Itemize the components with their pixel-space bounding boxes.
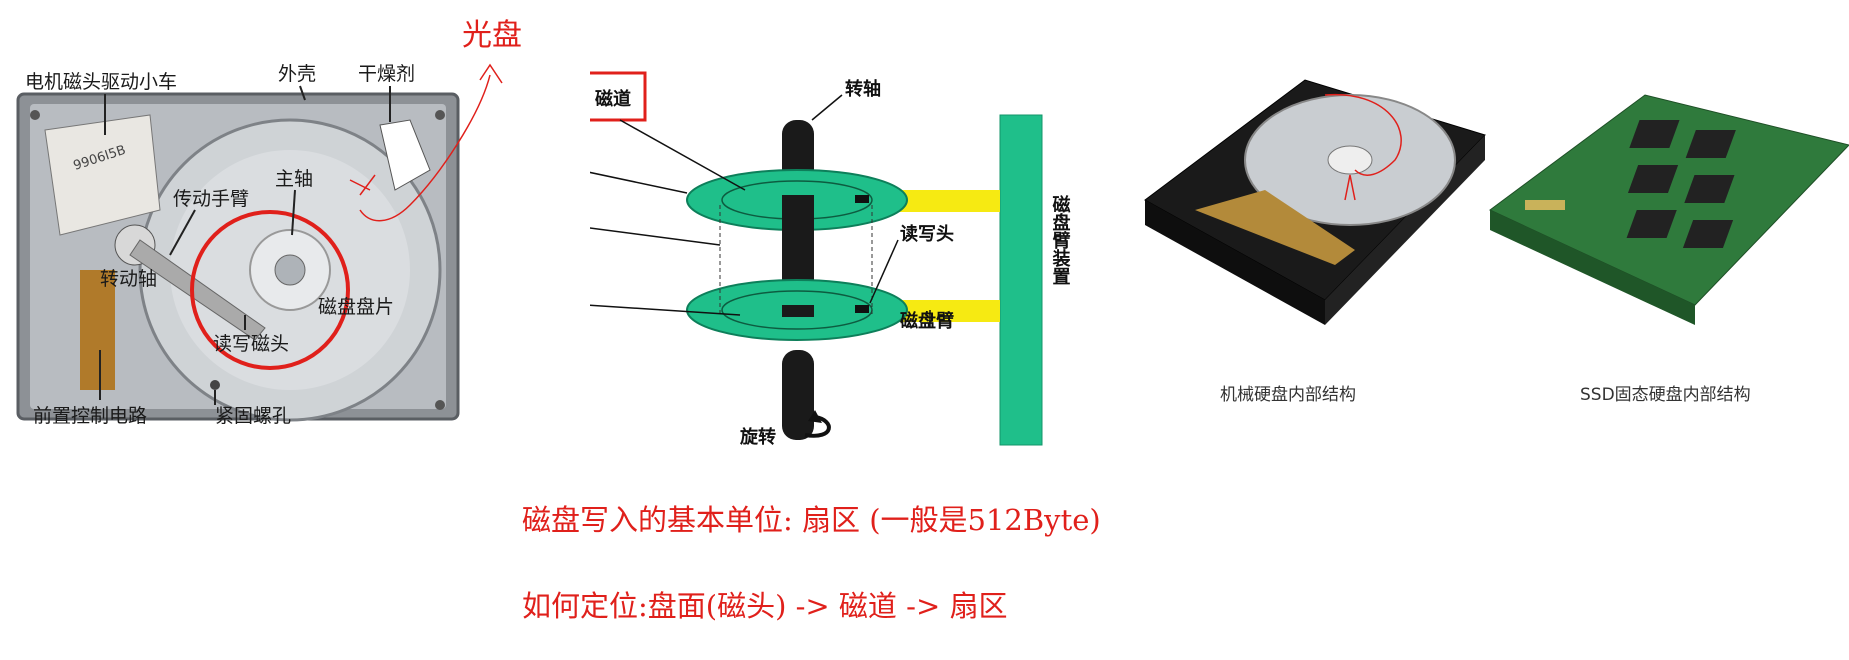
label-rotation: 旋转 xyxy=(739,426,776,448)
red-circle-annotation xyxy=(190,210,350,370)
disk-structure-diagram: 转轴 磁道 盘片 柱面 读写头 扇区 磁盘臂 旋转 磁盘臂装置 xyxy=(590,71,1071,448)
annotation-optical-disc: 光盘 xyxy=(462,18,522,53)
front-circuit-flex xyxy=(80,270,115,390)
label-rw-head-diagram: 读写头 xyxy=(900,223,954,245)
label-arm: 磁盘臂 xyxy=(900,310,954,332)
highlight-box-track xyxy=(590,71,647,122)
label-spindle-axis: 转轴 xyxy=(845,78,881,100)
ssd-photo xyxy=(1489,94,1849,325)
label-screw-hole: 紧固螺孔 xyxy=(215,405,291,427)
label-motor-driver: 电机磁头驱动小车 xyxy=(25,71,177,93)
annotation-scribble xyxy=(349,63,503,222)
label-arm-assembly: 磁盘臂装置 xyxy=(1050,194,1071,285)
label-front-circuit: 前置控制电路 xyxy=(33,405,147,427)
lower-head xyxy=(855,305,869,313)
label-spindle: 主轴 xyxy=(275,168,313,190)
hdd-3d-photo xyxy=(1144,79,1486,325)
label-shell: 外壳 xyxy=(278,63,316,85)
hdd-ssd-photos-panel: 机械硬盘内部结构 SSD固态硬盘内部结构 xyxy=(1144,79,1849,405)
spindle-bottom xyxy=(782,350,814,440)
screw-hole-mark xyxy=(210,380,220,390)
spindle-middle xyxy=(782,195,814,295)
head-arm xyxy=(129,239,266,341)
arm-assembly-bar xyxy=(999,114,1043,446)
label-track: 磁道 xyxy=(595,88,631,110)
upper-head xyxy=(855,195,869,203)
caption-hdd: 机械硬盘内部结构 xyxy=(1220,385,1356,405)
actuator-motor xyxy=(44,114,161,236)
caption-ssd: SSD固态硬盘内部结构 xyxy=(1580,385,1751,405)
note-write-unit: 磁盘写入的基本单位: 扇区 (一般是512Byte) xyxy=(522,503,1101,537)
label-transmission-arm: 传动手臂 xyxy=(173,188,249,210)
label-platter: 磁盘盘片 xyxy=(318,296,394,318)
hdd-red-scribble xyxy=(1324,93,1402,176)
label-rotation-axis: 转动轴 xyxy=(100,268,157,290)
label-rw-head: 读写磁头 xyxy=(213,333,289,355)
note-locate-order: 如何定位:盘面(磁头) -> 磁道 -> 扇区 xyxy=(522,589,1008,623)
hdd-photo-panel: 9906I5B 电机磁头驱动小车 外壳 干燥剂 主轴 传动手臂 转动轴 磁盘盘片… xyxy=(16,63,460,427)
label-desiccant: 干燥剂 xyxy=(358,63,415,85)
desiccant-pack xyxy=(379,119,431,191)
rotation-arrow xyxy=(804,415,831,438)
